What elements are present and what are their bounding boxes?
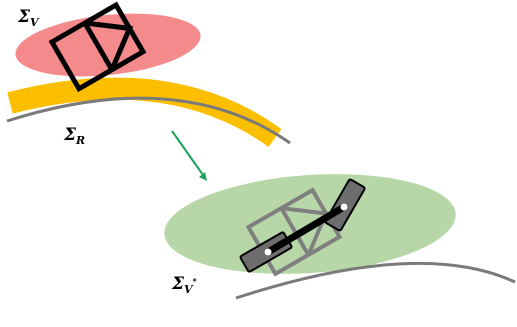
connecting-rod: [264, 203, 348, 256]
arrow-shaft: [171, 130, 204, 176]
dumbbell-vehicle: [239, 178, 366, 273]
gray-divider-line: [279, 207, 311, 256]
transform-arrow: [171, 130, 207, 181]
label-sigma-v-star: ΣV*: [171, 274, 198, 296]
transformed-scene: ΣV*: [164, 174, 516, 300]
label-sigma-v: ΣV: [17, 7, 40, 29]
vehicle-cross-lines: [84, 20, 134, 71]
arrow-head: [199, 172, 207, 181]
virtual-scene: ΣV ΣR: [6, 1, 291, 147]
label-sigma-r: ΣR: [63, 125, 85, 147]
rear-pivot-dot: [264, 248, 272, 256]
front-pivot-dot: [340, 203, 348, 211]
transformed-road-line: [235, 261, 516, 300]
road-centerline: [6, 96, 291, 145]
vehicle-frame-black: [48, 1, 147, 93]
vehicle-divider-line: [82, 21, 115, 71]
gray-cross-lines: [281, 206, 329, 256]
